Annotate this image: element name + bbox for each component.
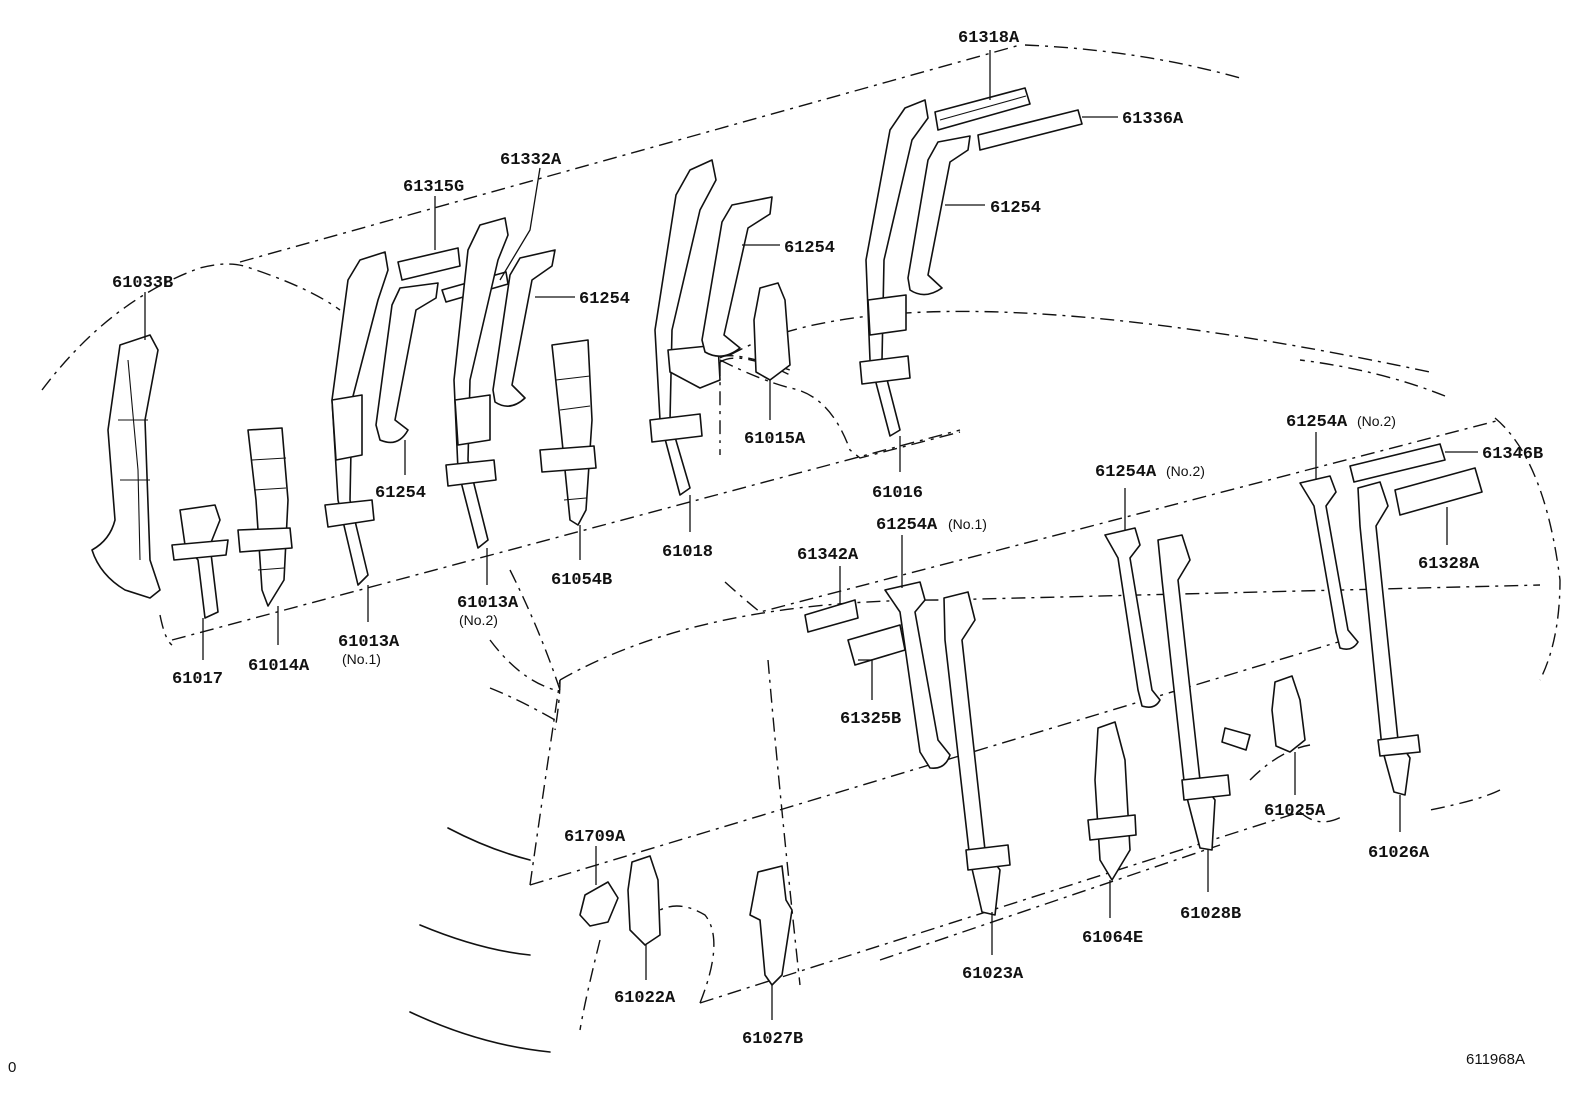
- part-61325b: [847, 624, 906, 666]
- label-61254-1: 61254: [375, 484, 426, 503]
- label-61254-3: 61254: [784, 239, 835, 258]
- part-61026a: [1357, 481, 1421, 796]
- part-61013a-no1: [324, 251, 389, 586]
- part-61028b: [1157, 534, 1251, 851]
- part-61342a: [804, 599, 859, 633]
- label-61254a-no2-b: 61254A: [1286, 413, 1348, 432]
- part-61025a: [1271, 675, 1306, 753]
- part-61015a: [753, 282, 791, 381]
- label-61025a: 61025A: [1264, 802, 1326, 821]
- label-61014a: 61014A: [248, 657, 310, 676]
- label-61318a: 61318A: [958, 29, 1020, 48]
- label-61013a-no1: 61013A: [338, 633, 400, 652]
- label-61016: 61016: [872, 484, 923, 503]
- part-61016: [859, 99, 929, 437]
- label-61709a: 61709A: [564, 828, 626, 847]
- label-61254a-no2-a: 61254A: [1095, 463, 1157, 482]
- qualifier-no2-61254a-a: (No.2): [1166, 463, 1205, 479]
- label-61315g: 61315G: [403, 178, 464, 197]
- part-labels: 61318A 61336A 61254 61254 61254 61332A 6…: [8, 29, 1543, 1076]
- part-61328a: [1394, 467, 1483, 516]
- part-61064e: [1087, 721, 1137, 881]
- part-61254-3: [701, 196, 773, 357]
- qualifier-no1-61254a: (No.1): [948, 516, 987, 532]
- part-61022a: [627, 855, 661, 946]
- label-61015a: 61015A: [744, 430, 806, 449]
- part-61013a-no2: [445, 217, 509, 549]
- pillar-61033b: [91, 334, 161, 599]
- part-61336a: [977, 109, 1083, 151]
- label-61064e: 61064E: [1082, 929, 1143, 948]
- label-61346b: 61346B: [1482, 445, 1543, 464]
- label-61336a: 61336A: [1122, 110, 1184, 129]
- part-61027b: [749, 865, 793, 986]
- label-61254-2: 61254: [579, 290, 630, 309]
- part-61254a-no1: [884, 581, 951, 770]
- label-61018: 61018: [662, 543, 713, 562]
- diagram-code: 611968A: [1466, 1051, 1525, 1068]
- part-61018: [649, 159, 721, 496]
- qualifier-no2-61013a: (No.2): [459, 612, 498, 628]
- label-61013a-no2: 61013A: [457, 594, 519, 613]
- label-61022a: 61022A: [614, 989, 676, 1008]
- label-61342a: 61342A: [797, 546, 859, 565]
- label-61254a-no1: 61254A: [876, 516, 938, 535]
- part-61054b: [539, 339, 597, 526]
- label-61325b: 61325B: [840, 710, 901, 729]
- part-61014a: [237, 427, 293, 607]
- label-61054b: 61054B: [551, 571, 612, 590]
- label-61033b: 61033B: [112, 274, 173, 293]
- label-61328a: 61328A: [1418, 555, 1480, 574]
- part-61254a-no2-a: [1104, 527, 1161, 708]
- parts-drawings: [91, 87, 1483, 986]
- corner-left-text: 0: [8, 1059, 16, 1076]
- label-61026a: 61026A: [1368, 844, 1430, 863]
- part-61346b: [1349, 443, 1446, 483]
- part-61023a: [943, 591, 1011, 916]
- label-61028b: 61028B: [1180, 905, 1241, 924]
- label-61254-4: 61254: [990, 199, 1041, 218]
- label-61023a: 61023A: [962, 965, 1024, 984]
- qualifier-no1-61013a: (No.1): [342, 651, 381, 667]
- label-61027b: 61027B: [742, 1030, 803, 1049]
- qualifier-no2-61254a-b: (No.2): [1357, 413, 1396, 429]
- part-61254-4: [907, 135, 971, 296]
- part-61017: [171, 504, 229, 619]
- part-61318a: [934, 87, 1031, 131]
- part-61254a-no2-b: [1299, 475, 1359, 650]
- part-61709a: [579, 881, 619, 927]
- part-61315g: [397, 247, 461, 281]
- leader-lines: [144, 50, 1478, 1020]
- part-61254-2: [492, 249, 556, 407]
- label-61017: 61017: [172, 670, 223, 689]
- part-61254-1: [375, 282, 439, 444]
- label-61332a: 61332A: [500, 151, 562, 170]
